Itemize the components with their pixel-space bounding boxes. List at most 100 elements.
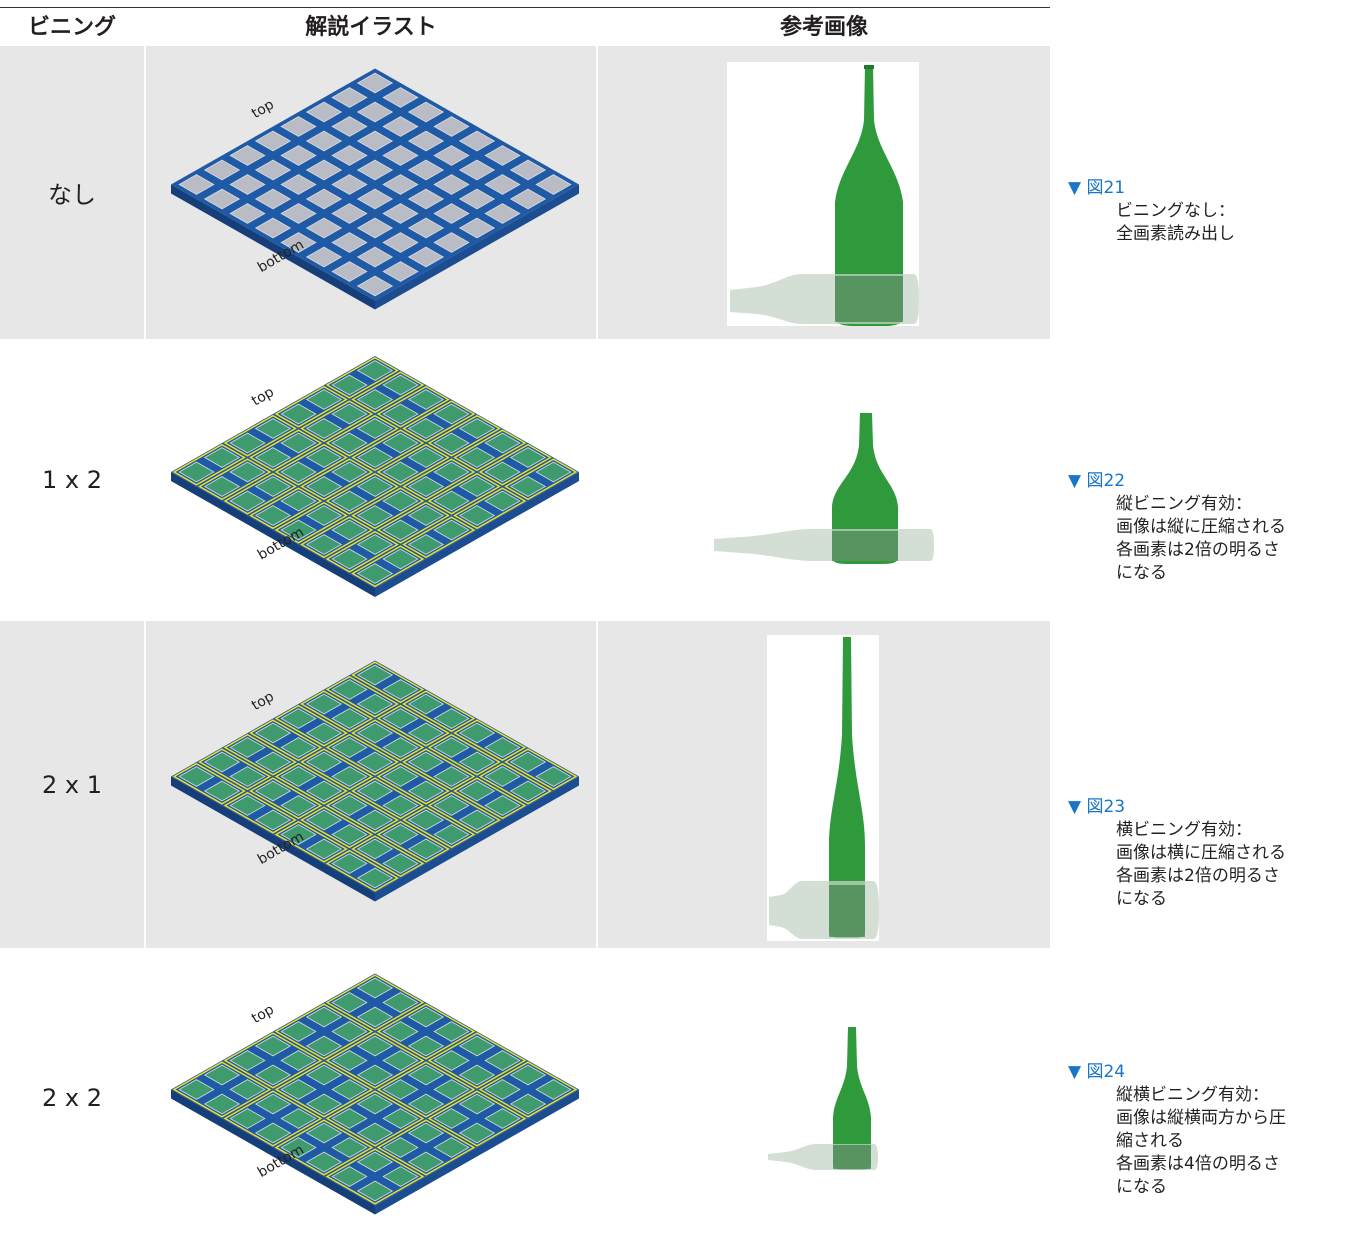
binning-group-outline <box>402 806 476 849</box>
pixel <box>254 1035 292 1057</box>
binning-group-outline <box>249 487 323 530</box>
pixel <box>203 1093 241 1115</box>
pixel <box>331 795 368 816</box>
binning-group-outline <box>325 974 425 1031</box>
binning-group-outline <box>402 516 476 559</box>
pixel <box>305 838 343 860</box>
pixel <box>433 203 470 224</box>
binning-label: なし <box>0 46 144 339</box>
top-label: top <box>249 689 277 714</box>
caption-text: 縦横ビニング有効： 画像は縦横両方から圧 縮される 各画素は4倍の明るさ になる <box>1116 1085 1286 1197</box>
binning-group-outline <box>427 472 501 515</box>
pixel <box>407 101 445 123</box>
binning-group-outline <box>402 748 476 791</box>
board-edge-right <box>375 184 579 310</box>
pixel <box>407 246 445 268</box>
pixel <box>407 838 445 860</box>
pixel <box>331 853 368 874</box>
pixel <box>458 780 496 802</box>
pixel <box>280 1108 317 1129</box>
binning-group-outline <box>172 1061 272 1118</box>
bottle-photo <box>766 1026 878 1172</box>
pixel <box>280 232 317 253</box>
figure-number: ▼ 図22 <box>1068 471 1126 491</box>
pixel <box>203 1064 241 1086</box>
pixel <box>407 418 445 439</box>
pixel <box>356 664 394 686</box>
binning-group-outline <box>478 1061 578 1118</box>
binning-group-outline <box>453 777 527 820</box>
pixel <box>509 447 547 468</box>
pixel <box>433 145 470 166</box>
pixel <box>229 1079 266 1100</box>
pixel <box>433 737 470 758</box>
pixel <box>356 246 394 268</box>
binning-group-outline <box>300 690 374 733</box>
binning-group-outline <box>300 748 374 791</box>
pixel <box>484 490 521 512</box>
pixel <box>356 1035 394 1057</box>
pixel <box>229 203 266 224</box>
pixel <box>280 737 317 758</box>
binning-group-outline <box>325 733 399 776</box>
pixel <box>280 519 317 541</box>
pixel <box>356 867 394 889</box>
pixel <box>229 461 266 483</box>
pixel <box>331 766 368 787</box>
pixel <box>433 824 470 845</box>
pixel <box>407 780 445 802</box>
pixel <box>356 1122 394 1144</box>
pixel <box>407 217 445 239</box>
pixel <box>407 159 445 181</box>
binning-group-outline <box>249 777 323 820</box>
binning-group-outline <box>223 733 297 776</box>
pixel <box>458 751 496 773</box>
pixel <box>509 1064 547 1086</box>
reference-image-cell <box>598 46 1050 339</box>
pixel <box>407 693 445 715</box>
pixel <box>356 101 394 123</box>
pixel <box>356 447 394 468</box>
binning-group-outline <box>274 762 348 805</box>
pixel <box>356 1180 394 1202</box>
pixel <box>382 232 419 253</box>
pixel <box>382 992 419 1013</box>
pixel <box>331 679 368 700</box>
pixel <box>356 217 394 239</box>
pixel <box>407 1035 445 1057</box>
pixel <box>407 188 445 210</box>
pixel <box>356 505 394 526</box>
pixel <box>484 203 521 224</box>
pixel <box>254 217 292 239</box>
top-label: top <box>249 1002 277 1027</box>
pixel <box>331 1108 368 1129</box>
pixel <box>178 1079 215 1100</box>
pixel <box>254 447 292 468</box>
pixel <box>229 766 266 787</box>
top-label: top <box>249 97 277 122</box>
pixel <box>305 534 343 555</box>
pixel <box>229 432 266 454</box>
pixel <box>509 780 547 802</box>
pixel <box>331 1137 368 1158</box>
binning-group-outline <box>325 356 399 399</box>
pixel <box>178 174 215 195</box>
board-edge-left <box>171 776 375 902</box>
binning-group-outline <box>427 1090 527 1147</box>
binning-group-outline <box>351 371 425 414</box>
pixel <box>382 766 419 787</box>
board-edge-right <box>375 776 579 902</box>
binning-group-outline <box>351 487 425 530</box>
figure-caption: ▼ 図21 ビニングなし： 全画素読み出し <box>1068 177 1338 246</box>
pixel <box>331 1166 368 1187</box>
binning-label: 1 x 2 <box>42 466 102 494</box>
pixel <box>229 174 266 195</box>
pixel <box>331 1021 368 1042</box>
board-edge-right <box>375 472 579 597</box>
binning-group-outline <box>223 1090 323 1147</box>
pixel <box>203 188 241 210</box>
